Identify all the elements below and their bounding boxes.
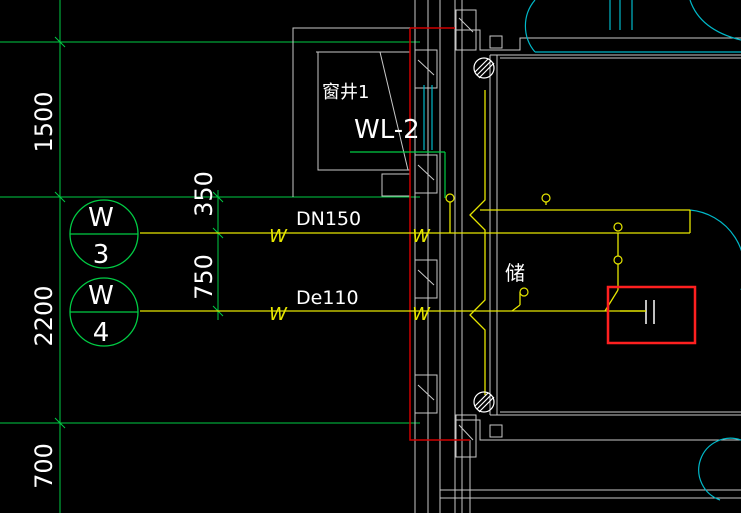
highlight-box[interactable] [606, 285, 697, 345]
dimension-750: 750 [190, 254, 218, 300]
pipe-label-de110: De110 [296, 287, 359, 309]
dimension-2200: 2200 [30, 285, 58, 346]
dimension-350: 350 [190, 171, 218, 217]
wl2-label: WL-2 [354, 115, 420, 145]
fixture-symbol [620, 300, 655, 324]
bubble-w4[interactable]: W 4 [69, 277, 139, 348]
wall-outlines [292, 0, 741, 513]
pipe-mark-w4-right: W [412, 304, 431, 325]
bubble-w4-top: W [88, 281, 114, 311]
bubble-w3-bottom: 3 [93, 240, 110, 270]
window-well-label: 窗井1 [322, 82, 369, 103]
pipe-label-dn150: DN150 [296, 208, 361, 230]
bubble-w4-bottom: 4 [93, 318, 110, 348]
cyan-elements [423, 0, 741, 501]
bubble-w3[interactable]: W 3 [69, 199, 139, 270]
storage-label: 储 [505, 261, 525, 285]
pipe-mark-w4-left: W [269, 304, 288, 325]
dimension-700: 700 [30, 443, 58, 489]
pipe-lines [140, 90, 691, 395]
bubble-w3-top: W [88, 203, 114, 233]
column-markers [473, 57, 495, 413]
pipe-nodes [445, 193, 623, 297]
pipe-mark-w3-right: W [412, 226, 431, 247]
dimension-1500: 1500 [30, 91, 58, 152]
red-outline [409, 27, 470, 441]
pipe-mark-w3-left: W [269, 226, 288, 247]
wall-hatching [417, 17, 474, 441]
